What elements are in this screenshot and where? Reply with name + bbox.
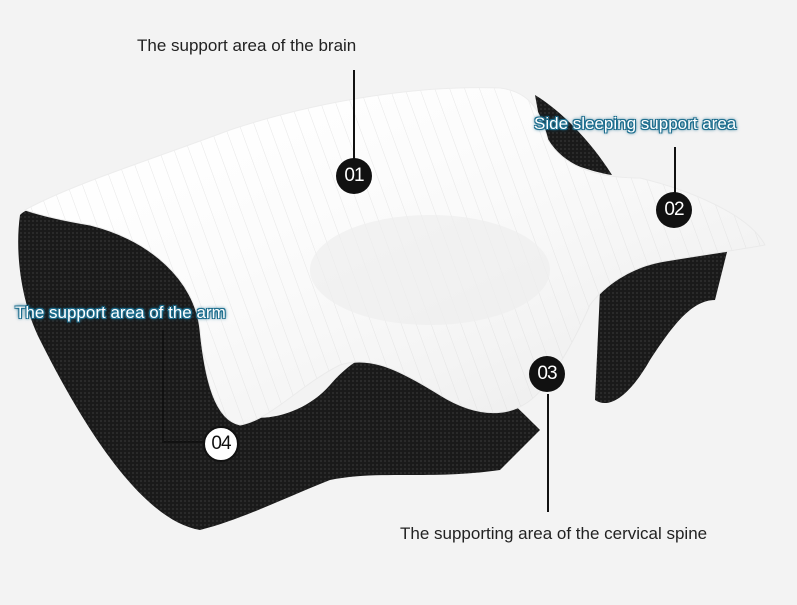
head-hollow xyxy=(310,215,550,325)
callout-badge-01: 01 xyxy=(336,158,372,194)
callout-badge-04: 04 xyxy=(203,426,239,462)
left-mesh-panel xyxy=(18,204,541,531)
callout-text-spine: The supporting area of the cervical spin… xyxy=(400,524,708,543)
right-mesh-panel xyxy=(595,240,730,404)
callout-text-side: Side sleeping support area xyxy=(534,114,737,133)
callout-badge-02: 02 xyxy=(656,192,692,228)
callout-text-brain: The support area of the brain xyxy=(137,36,357,55)
leader-line-04 xyxy=(162,330,205,443)
callout-badge-03: 03 xyxy=(529,356,565,392)
callout-text-arm: The support area of the arm xyxy=(15,303,226,322)
